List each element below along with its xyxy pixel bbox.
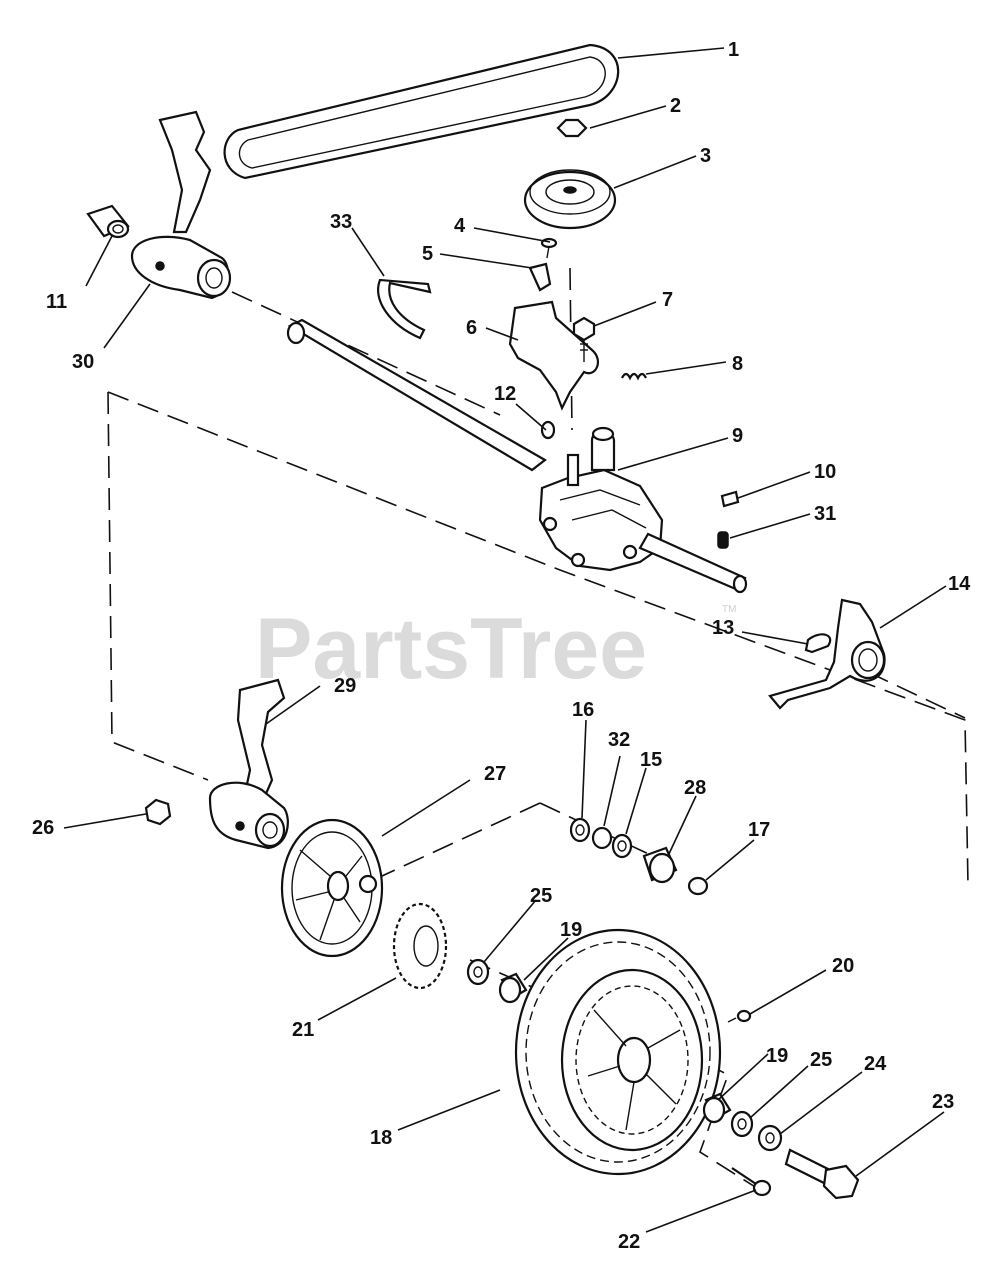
pulley-nut-part[interactable] (556, 118, 588, 138)
callout-32: 32 (608, 729, 630, 751)
wheel-screw-part[interactable] (731, 1167, 772, 1197)
callout-22: 22 (618, 1231, 640, 1253)
control-bracket-part[interactable] (508, 300, 600, 411)
callout-2: 2 (670, 95, 681, 117)
washer-15-part[interactable] (611, 833, 633, 859)
washer-16-part[interactable] (569, 817, 591, 843)
callout-17: 17 (748, 819, 770, 841)
drive-pulley-part[interactable] (523, 169, 617, 230)
spring-part[interactable] (621, 372, 647, 381)
transmission-part[interactable] (538, 426, 748, 594)
callout-11: 11 (46, 291, 67, 313)
callout-20: 20 (832, 955, 854, 977)
callout-9: 9 (732, 425, 743, 447)
callout-33: 33 (330, 211, 352, 233)
callout-7: 7 (662, 289, 673, 311)
adjuster-arm-part[interactable] (768, 598, 886, 710)
callout-3: 3 (700, 145, 711, 167)
clip-part[interactable] (528, 262, 552, 292)
callout-18: 18 (370, 1127, 392, 1149)
spring-clip-part[interactable] (377, 278, 432, 340)
sprocket-part[interactable] (392, 902, 448, 990)
hex-nut-part[interactable] (144, 798, 172, 826)
shoulder-bolt-part[interactable] (784, 1148, 860, 1200)
bearing-upper-part[interactable] (498, 972, 528, 1004)
drive-belt-part[interactable] (223, 43, 620, 180)
retaining-ring-part[interactable] (687, 876, 709, 896)
callout-8: 8 (732, 353, 743, 375)
watermark-trademark: TM (722, 604, 736, 615)
callout-12: 12 (494, 383, 516, 405)
callout-29: 29 (334, 675, 356, 697)
callout-27: 27 (484, 763, 506, 785)
callout-25a: 25 (530, 885, 552, 907)
callout-26: 26 (32, 817, 54, 839)
bearing-lower-part[interactable] (702, 1092, 732, 1124)
drive-gear-part[interactable] (280, 818, 384, 958)
callout-15: 15 (640, 749, 662, 771)
callout-28: 28 (684, 777, 706, 799)
spring-washer-part[interactable] (591, 826, 613, 850)
callout-25b: 25 (810, 1049, 832, 1071)
callout-13: 13 (712, 617, 734, 639)
washer-lower-part[interactable] (730, 1110, 754, 1138)
callout-16: 16 (572, 699, 594, 721)
grease-fitting-part[interactable] (727, 1009, 752, 1023)
watermark-text: PartsTree (255, 601, 647, 697)
height-adjuster-lower-part[interactable] (208, 678, 289, 850)
callout-labels: 1 2 3 4 5 6 7 8 9 10 11 12 13 14 15 16 1… (32, 39, 971, 1253)
bolt-part[interactable] (572, 316, 596, 362)
set-screw-part[interactable] (717, 531, 729, 549)
callout-21: 21 (292, 1019, 314, 1041)
callout-30: 30 (72, 351, 94, 373)
hairpin-clip-part[interactable] (804, 633, 832, 654)
leader-lines (63, 47, 947, 1233)
key-part[interactable] (720, 490, 740, 508)
flat-washer-part[interactable] (757, 1124, 783, 1152)
callout-19b: 19 (766, 1045, 788, 1067)
callout-23: 23 (932, 1091, 954, 1113)
wheel-tire-part[interactable] (514, 928, 722, 1176)
shaft-clip-part[interactable] (540, 420, 556, 440)
callout-1: 1 (728, 39, 739, 61)
callout-4: 4 (454, 215, 466, 237)
callout-5: 5 (422, 243, 433, 265)
callout-14: 14 (948, 573, 971, 595)
callout-24: 24 (864, 1053, 887, 1075)
pinion-gear-part[interactable] (642, 846, 678, 884)
washer-upper-part[interactable] (466, 958, 490, 986)
callout-19a: 19 (560, 919, 582, 941)
callout-6: 6 (466, 317, 477, 339)
callout-31: 31 (814, 503, 836, 525)
axle-shaft-part[interactable] (286, 318, 547, 472)
height-adjuster-upper-part[interactable] (130, 110, 232, 300)
bushing-part[interactable] (86, 204, 130, 239)
callout-10: 10 (814, 461, 836, 483)
